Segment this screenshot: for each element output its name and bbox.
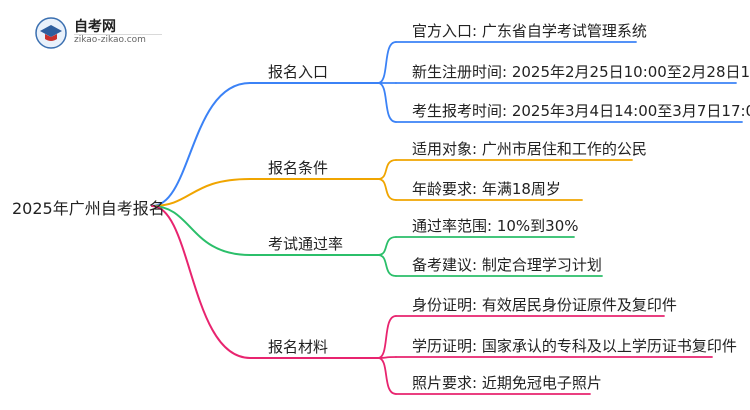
leaf-connector (377, 236, 397, 256)
leaf-label: 学历证明: 国家承认的专科及以上学历证书复印件 (412, 337, 737, 355)
leaf-label: 身份证明: 有效居民身份证原件及复印件 (412, 296, 677, 314)
leaf-label: 适用对象: 广州市居住和工作的公民 (412, 140, 647, 158)
mindmap-root: 2025年广州自考报名 (12, 199, 165, 218)
branch-label: 报名材料 (268, 338, 329, 356)
site-logo[interactable]: 自考网 zikao-zikao.com (34, 14, 162, 50)
branch-connector (151, 205, 251, 256)
leaf-connector (377, 254, 397, 277)
leaf-connector (377, 82, 397, 123)
branch-connector (151, 205, 251, 359)
leaf-connector (377, 315, 397, 359)
leaf-connector (377, 357, 397, 395)
leaf-label: 通过率范围: 10%到30% (412, 217, 579, 235)
leaf-label: 照片要求: 近期免冠电子照片 (412, 374, 602, 392)
leaf-connector (377, 159, 397, 180)
branch-label: 报名入口 (268, 63, 329, 81)
branch-connector (151, 82, 251, 207)
leaf-label: 备考建议: 制定合理学习计划 (412, 256, 602, 274)
branch-connector (151, 178, 251, 207)
logo-title: 自考网 (74, 19, 116, 35)
leaf-label: 年龄要求: 年满18周岁 (412, 180, 561, 198)
leaf-label: 官方入口: 广东省自学考试管理系统 (412, 22, 647, 40)
branch-label: 考试通过率 (268, 235, 344, 253)
logo-subtitle: zikao-zikao.com (74, 35, 146, 45)
graduation-cap-icon (35, 17, 67, 49)
leaf-connector (377, 41, 397, 84)
leaf-connector (377, 178, 397, 201)
branch-label: 报名条件 (268, 159, 329, 177)
leaf-label: 考生报考时间: 2025年3月4日14:00至3月7日17:00 (412, 102, 750, 120)
leaf-label: 新生注册时间: 2025年2月25日10:00至2月28日12:00 (412, 63, 750, 81)
logo-divider (74, 34, 162, 35)
